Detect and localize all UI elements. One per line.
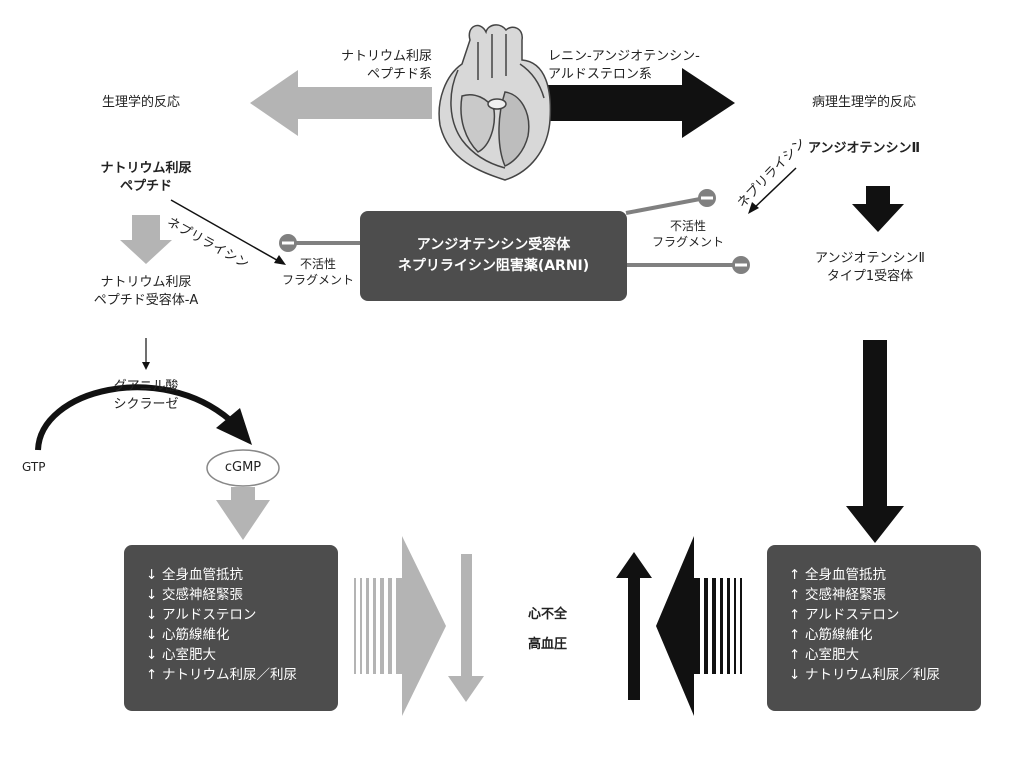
angiotensin-ii-label: アンジオテンシンⅡ	[808, 141, 921, 156]
physiological-effects-list: ↓全身血管抵抗 ↓交感神経緊張 ↓アルドステロン ↓心筋線維化 ↓心室肥大 ↑ナ…	[146, 565, 338, 685]
natriuretic-system-label: ナトリウム利尿 ペプチド系	[340, 49, 432, 82]
left-neprilysin-arrow	[170, 199, 283, 264]
list-item: ↓ナトリウム利尿／利尿	[789, 667, 940, 683]
list-item: ↑全身血管抵抗	[789, 567, 886, 583]
natriuretic-system-arrow	[250, 70, 432, 136]
guanylate-cyclase-label: グアニル酸 シクラーゼ	[113, 379, 179, 412]
minus-circle-left	[279, 234, 297, 252]
gtp-conversion-curve	[35, 384, 232, 451]
increase-indicator-arrow	[616, 552, 652, 700]
fragment-label-right: 不活性 フラグメント	[651, 219, 724, 249]
hypertension-label: 高血圧	[528, 637, 568, 652]
physiological-effects-box: ↓全身血管抵抗 ↓交感神経緊張 ↓アルドステロン ↓心筋線維化 ↓心室肥大 ↑ナ…	[124, 545, 338, 711]
raas-system-arrow	[545, 68, 735, 138]
peptide-to-receptor-arrow	[120, 215, 172, 264]
arni-right-connector-upper	[625, 197, 701, 215]
at1-receptor-label: アンジオテンシンⅡ タイプ1受容体	[815, 251, 925, 284]
list-item: ↑心室肥大	[789, 647, 859, 663]
decrease-indicator-arrow	[448, 554, 484, 702]
pathophysiological-effects-box: ↑全身血管抵抗 ↑交感神経緊張 ↑アルドステロン ↑心筋線維化 ↑心室肥大 ↓ナ…	[767, 545, 981, 711]
cgmp-label: cGMP	[224, 460, 262, 475]
list-item: ↑アルドステロン	[789, 607, 900, 623]
physiological-response-label: 生理学的反応	[102, 95, 181, 110]
left-striped-arrow	[354, 536, 446, 716]
list-item: ↓心筋線維化	[146, 627, 230, 643]
arni-box: アンジオテンシン受容体 ネプリライシン阻害薬(ARNI)	[360, 211, 627, 301]
receptor-to-enzyme-arrowhead	[142, 362, 150, 370]
heart-icon	[438, 24, 552, 181]
cgmp-to-effects-arrow	[216, 487, 270, 540]
list-item: ↑心筋線維化	[789, 627, 873, 643]
gtp-label: GTP	[22, 460, 46, 474]
heart-failure-label: 心不全	[528, 607, 568, 622]
cgmp-ellipse	[206, 449, 280, 487]
fragment-label-left: 不活性 フラグメント	[281, 257, 354, 287]
list-item: ↓心室肥大	[146, 647, 216, 663]
gtp-conversion-arrowhead	[216, 408, 252, 445]
natriuretic-receptor-label: ナトリウム利尿 ペプチド受容体-A	[93, 275, 199, 308]
pathophysiological-effects-list: ↑全身血管抵抗 ↑交感神経緊張 ↑アルドステロン ↑心筋線維化 ↑心室肥大 ↓ナ…	[789, 565, 981, 685]
pathophysiological-response-label: 病理生理学的反応	[812, 95, 917, 110]
minus-circle-right-upper	[698, 189, 716, 207]
receptor-to-effects-arrow	[846, 340, 904, 543]
list-item: ↓交感神経緊張	[146, 587, 243, 603]
right-neprilysin-arrowhead	[748, 202, 759, 214]
list-item: ↓アルドステロン	[146, 607, 257, 623]
left-neprilysin-arrowhead	[274, 255, 286, 265]
list-item: ↑交感神経緊張	[789, 587, 886, 603]
natriuretic-peptide-label: ナトリウム利尿 ペプチド	[100, 161, 192, 194]
right-neprilysin-arrow	[751, 167, 797, 211]
angiotensin-to-receptor-arrow	[852, 186, 904, 232]
arni-title: アンジオテンシン受容体 ネプリライシン阻害薬(ARNI)	[397, 237, 590, 274]
raas-system-label: レニン-アンジオテンシン- アルドステロン系	[548, 49, 700, 82]
list-item: ↑ナトリウム利尿／利尿	[146, 667, 297, 683]
right-striped-arrow	[656, 536, 742, 716]
minus-circle-right-lower	[732, 256, 750, 274]
list-item: ↓全身血管抵抗	[146, 567, 243, 583]
